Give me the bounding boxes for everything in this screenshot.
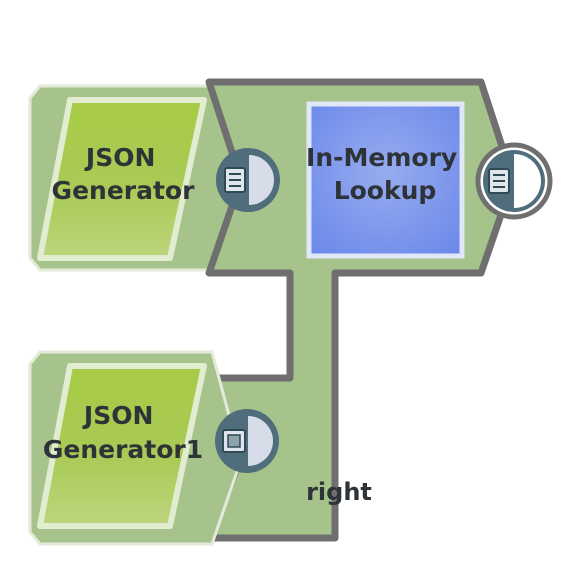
in-memory-lookup-output-port[interactable] bbox=[475, 142, 553, 220]
document-lines-icon bbox=[224, 167, 246, 193]
json-generator-label: JSON Generator bbox=[52, 143, 196, 205]
json-generator-snap[interactable]: JSON Generator bbox=[28, 84, 251, 272]
json-generator1-icon bbox=[37, 363, 207, 529]
document-lines-icon bbox=[488, 168, 510, 194]
json-generator-output-port[interactable] bbox=[216, 148, 280, 212]
json-generator1-snap[interactable]: JSON Generator1 bbox=[28, 350, 243, 546]
json-generator1-output-port[interactable] bbox=[215, 409, 279, 473]
in-memory-lookup-icon bbox=[306, 101, 465, 259]
document-square-icon bbox=[222, 429, 246, 453]
lookup-right-input-label: right bbox=[306, 478, 372, 506]
in-memory-lookup-label: In-Memory Lookup bbox=[306, 143, 466, 205]
json-generator-icon bbox=[37, 97, 207, 261]
json-generator1-label: JSON Generator1 bbox=[43, 401, 203, 464]
